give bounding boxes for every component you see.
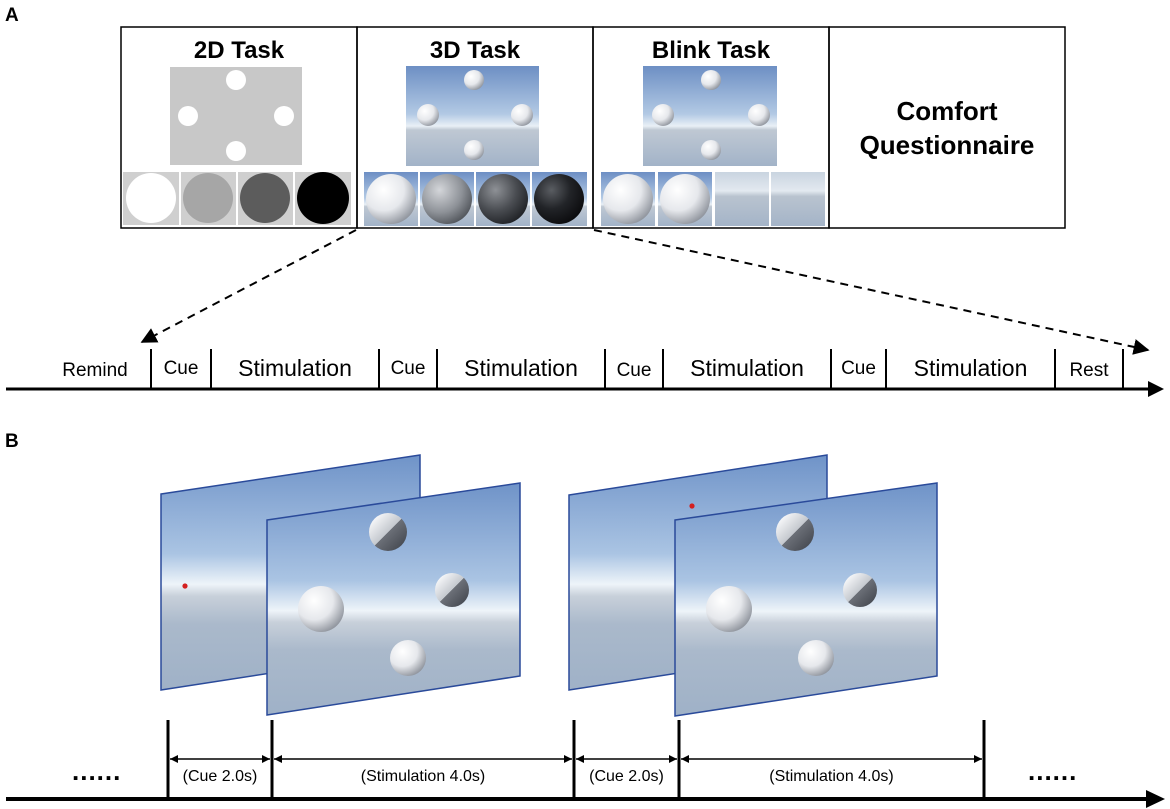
task-title-3d: 3D Task [429,37,521,64]
duration-cue-1: (Cue 2.0s) [182,768,258,785]
stimulation-frame-2 [674,482,938,717]
blink-levels [601,172,825,226]
segment-stimulation-2: Stimulation [464,355,578,381]
duration-arrows [170,755,982,763]
ellipsis-left: ...... [72,756,122,786]
task-boxes [120,26,1066,229]
segment-cue-1: Cue [163,358,199,379]
zoom-arrow-right [593,229,1150,355]
timeline-b-axis [6,720,1165,808]
questionnaire-line-1: Comfort [896,96,998,126]
preview-2d [170,67,302,165]
task-box-questionnaire [828,26,1066,229]
questionnaire-line-2: Questionnaire [859,130,1035,160]
stimulation-frame-1 [266,482,521,716]
luminance-levels-3d [364,172,587,226]
segment-stimulation-3: Stimulation [690,355,804,381]
panel-label-b: B [5,431,19,452]
duration-stimulation-2: (Stimulation 4.0s) [769,768,894,785]
segment-cue-4: Cue [841,358,876,379]
preview-3d [406,66,539,166]
segment-remind: Remind [62,360,128,381]
segment-cue-3: Cue [616,360,652,381]
ellipsis-right: ...... [1028,756,1078,786]
preview-blink [643,66,777,166]
segment-stimulation-1: Stimulation [238,355,352,381]
task-title-blink: Blink Task [651,37,771,64]
segment-cue-2: Cue [390,358,426,379]
duration-stimulation-1: (Stimulation 4.0s) [360,768,486,785]
duration-cue-2: (Cue 2.0s) [589,768,664,785]
zoom-arrow-left [140,229,357,343]
timeline-a-axis [6,349,1164,397]
questionnaire-label: Comfort Questionnaire [829,94,1065,162]
panel-label-a: A [5,5,19,26]
segment-stimulation-4: Stimulation [913,355,1028,381]
luminance-levels-2d [123,172,351,225]
task-title-2d: 2D Task [193,37,285,64]
segment-rest: Rest [1069,360,1109,381]
